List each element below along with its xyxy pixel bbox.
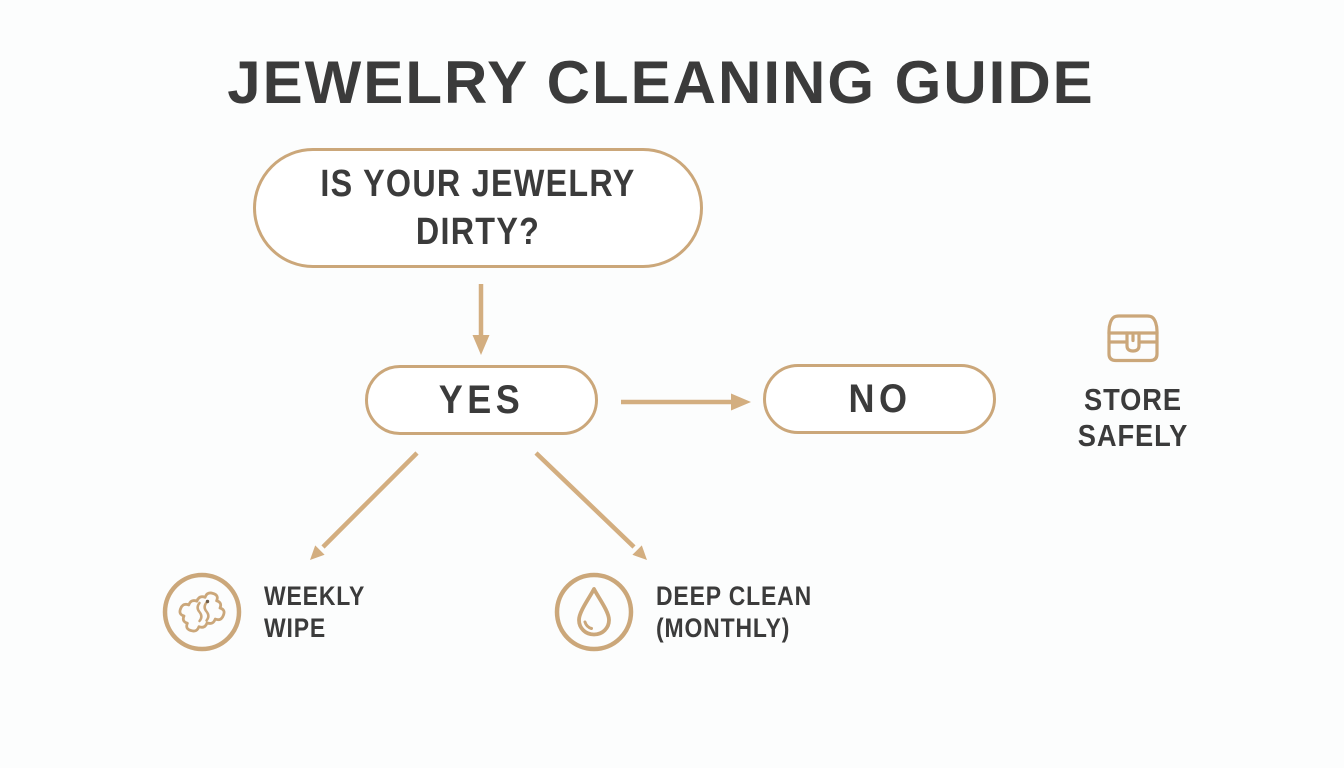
arrow-down-icon	[472, 284, 490, 355]
arrow-diagonal-left-icon	[310, 451, 419, 560]
deep-clean-label: DEEP CLEAN (MONTHLY)	[656, 580, 813, 643]
weekly-wipe-label: WEEKLY WIPE	[264, 580, 365, 643]
wipe-cloth-icon	[162, 572, 242, 652]
no-label: NO	[848, 376, 911, 421]
store-safely-group: STORE SAFELY	[1022, 308, 1244, 454]
store-safely-label: STORE SAFELY	[1077, 382, 1189, 453]
deep-clean-group: DEEP CLEAN (MONTHLY)	[552, 570, 856, 654]
page-title-wrap: JEWELRY CLEANING GUIDE	[0, 48, 1333, 117]
arrow-right-icon	[621, 393, 751, 411]
question-node: IS YOUR JEWELRY DIRTY?	[253, 148, 703, 268]
page-title: JEWELRY CLEANING GUIDE	[227, 49, 1095, 116]
water-drop-icon	[554, 572, 634, 652]
jewelry-box-icon	[1107, 314, 1159, 363]
no-node: NO	[763, 364, 996, 434]
yes-node: YES	[365, 365, 598, 435]
arrow-diagonal-right-icon	[534, 451, 647, 560]
weekly-wipe-group: WEEKLY WIPE	[160, 570, 399, 654]
yes-label: YES	[438, 377, 525, 422]
question-text: IS YOUR JEWELRY DIRTY?	[320, 162, 636, 253]
